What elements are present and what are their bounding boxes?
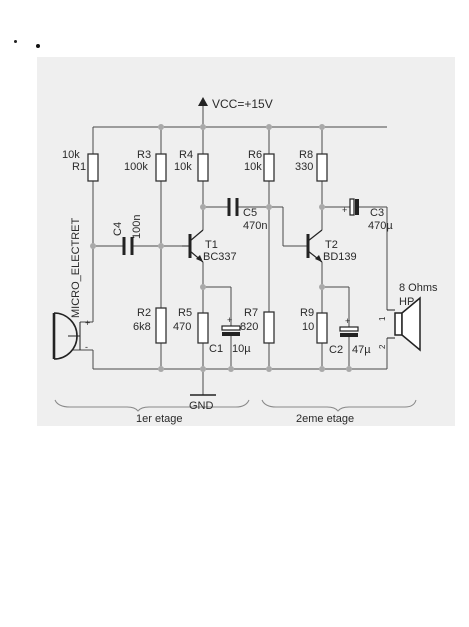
c1-ref: C1 xyxy=(209,343,223,355)
c1-plus: + xyxy=(227,315,232,325)
r5-ref: R5 xyxy=(178,307,192,319)
capacitor-c1 xyxy=(221,325,241,336)
r4-value: 10k xyxy=(174,161,192,173)
c3-value: 470µ xyxy=(368,220,393,232)
stage2-label: 2eme etage xyxy=(296,413,354,425)
transistor-t2 xyxy=(306,229,323,263)
r5-value: 470 xyxy=(173,321,191,333)
resistor-r4 xyxy=(197,153,209,182)
resistor-r2 xyxy=(155,307,167,344)
c3-plus: + xyxy=(342,205,347,215)
resistor-r1 xyxy=(87,153,99,182)
junction-dots xyxy=(90,124,352,372)
t2-value: BD139 xyxy=(323,251,357,263)
vcc-arrow-icon xyxy=(198,97,208,106)
r4-ref: R4 xyxy=(179,149,193,161)
stage1-label: 1er etage xyxy=(136,413,182,425)
hp-pin2: 2 xyxy=(378,344,387,349)
hp-pin1: 1 xyxy=(378,316,387,321)
stage-braces xyxy=(54,399,417,412)
page-mark xyxy=(14,40,17,43)
r6-ref: R6 xyxy=(248,149,262,161)
r9-value: 10 xyxy=(302,321,314,333)
vcc-label: VCC=+15V xyxy=(212,97,273,111)
c5-value: 470n xyxy=(243,220,267,232)
r1-ref: R1 xyxy=(72,161,86,173)
c2-value: 47µ xyxy=(352,344,371,356)
c3-ref: C3 xyxy=(370,207,384,219)
r3-ref: R3 xyxy=(137,149,151,161)
c1-value: 10µ xyxy=(232,343,251,355)
r9-ref: R9 xyxy=(300,307,314,319)
capacitor-c3 xyxy=(349,198,359,216)
resistor-r9 xyxy=(316,312,328,344)
r1-value: 10k xyxy=(62,149,80,161)
transistor-t1 xyxy=(182,229,204,263)
t2-ref: T2 xyxy=(325,239,338,251)
resistor-r3 xyxy=(155,153,167,182)
t1-value: BC337 xyxy=(203,251,237,263)
hp-value: 8 Ohms xyxy=(399,282,438,294)
r3-value: 100k xyxy=(124,161,148,173)
gnd-label: GND xyxy=(189,400,214,412)
hp-ref: HP xyxy=(399,296,414,308)
t1-ref: T1 xyxy=(205,239,218,251)
r8-ref: R8 xyxy=(299,149,313,161)
r6-value: 10k xyxy=(244,161,262,173)
mic-plus-label: + xyxy=(85,318,90,328)
c2-ref: C2 xyxy=(329,344,343,356)
r2-ref: R2 xyxy=(137,307,151,319)
mic-label: MICRO_ELECTRET xyxy=(70,217,82,318)
r2-value: 6k8 xyxy=(133,321,151,333)
capacitor-c4 xyxy=(122,237,134,255)
resistor-r5 xyxy=(197,312,209,344)
microphone-icon xyxy=(52,312,81,360)
mic-minus-label: - xyxy=(85,342,88,352)
capacitor-c5 xyxy=(227,198,239,216)
c4-ref: C4 xyxy=(112,222,124,236)
c4-value: 100n xyxy=(131,215,143,239)
c2-plus: + xyxy=(345,316,350,326)
schematic-panel xyxy=(37,57,455,426)
resistor-r7 xyxy=(263,311,275,344)
list-bullet xyxy=(36,44,40,48)
c5-ref: C5 xyxy=(243,207,257,219)
r7-ref: R7 xyxy=(244,307,258,319)
capacitor-c2 xyxy=(339,326,359,337)
speaker-icon xyxy=(387,296,421,352)
r7-value: 820 xyxy=(240,321,258,333)
resistor-r6 xyxy=(263,153,275,182)
r8-value: 330 xyxy=(295,161,313,173)
resistor-r8 xyxy=(316,153,328,182)
